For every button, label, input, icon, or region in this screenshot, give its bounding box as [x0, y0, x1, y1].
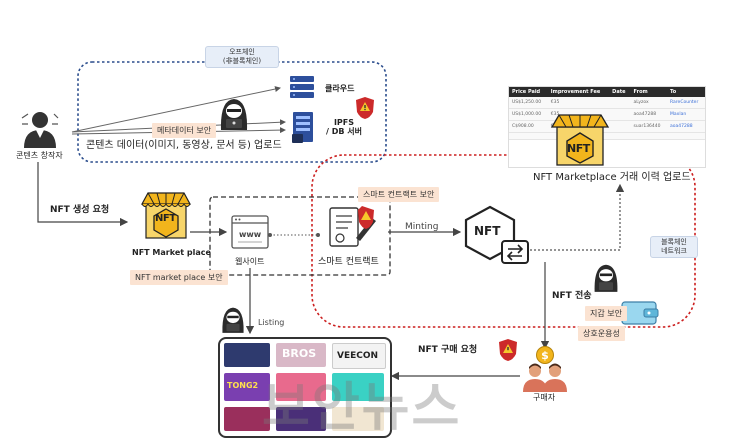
marketplace-history-shop-icon — [550, 114, 610, 166]
tx-cell: aoa47288 — [667, 120, 705, 133]
tx-cell: suar136440 — [630, 120, 668, 133]
tx-cell: US$1,250.00 — [509, 97, 548, 109]
gallery-thumb — [276, 407, 326, 431]
onchain-region — [311, 154, 696, 328]
buyer-label: 구매자 — [533, 393, 556, 402]
blockchain-network-chip: 블록체인 네트워크 — [650, 236, 698, 258]
marketplace-history-label: NFT Marketplace 거래 이력 업로드 — [533, 172, 691, 183]
tx-cell: aLyzox — [630, 97, 668, 109]
tx-header: Price Paid — [509, 87, 548, 97]
offchain-chip: 오프체인 (非블록체인) — [205, 46, 279, 68]
nft-request-label: NFT 생성 요청 — [50, 205, 110, 215]
nft-buy-request-label: NFT 구매 요청 — [418, 345, 478, 355]
minting-label: Minting — [405, 222, 439, 232]
tx-cell — [609, 120, 631, 133]
tx-cell: C$908.00 — [509, 120, 548, 133]
nft-token-icon — [464, 205, 529, 264]
gallery-thumb: VEECON — [332, 343, 386, 369]
gallery-thumb: BROS — [276, 343, 326, 367]
tx-cell — [609, 97, 631, 109]
gallery-thumb: TONG2 — [224, 373, 270, 401]
gallery-thumb — [332, 407, 384, 431]
gallery-thumb-title: BROS — [282, 347, 317, 360]
hacker-icon — [222, 307, 244, 333]
metadata-security-tag: 메타데이터 보안 — [152, 123, 217, 138]
hacker-icon — [220, 99, 248, 130]
tx-cell: RareCounter — [667, 97, 705, 109]
marketplace-left-label: NFT Market place — [132, 248, 211, 257]
smart-contract-icon — [329, 206, 376, 247]
tx-cell — [609, 108, 631, 121]
offchain-title: 오프체인 — [229, 48, 255, 56]
tx-cell — [667, 132, 705, 140]
creator-label: 콘텐츠 창작자 — [16, 151, 63, 160]
marketplace-security-tag: NFT market place 보안 — [130, 270, 228, 285]
cloud-label: 클라우드 — [325, 84, 355, 93]
upload-label: 콘텐츠 데이터(이미지, 동영상, 문서 등) 업로드 — [86, 140, 282, 151]
website-label: 웹사이트 — [235, 257, 265, 266]
offchain-subtitle: (非블록체인) — [222, 56, 262, 65]
tx-header: Improvement Fee — [547, 87, 610, 97]
tx-header: To — [667, 87, 705, 97]
smart-contract-label: 스마트 컨트랙트 — [318, 257, 379, 267]
marketplace-history-nft-text: NFT — [567, 142, 590, 155]
shield-warning-icon — [499, 339, 517, 361]
wallet-security-tag: 지갑 보안 — [585, 306, 627, 321]
creator-icon — [21, 112, 59, 148]
gallery-thumb — [332, 373, 384, 401]
nft-transfer-label: NFT 전송 — [552, 291, 592, 301]
tx-cell: aoa47288 — [630, 108, 668, 121]
gallery-thumb-title: TONG2 — [227, 381, 259, 390]
ipfs-server-icon — [292, 112, 313, 143]
smart-contract-security-tag: 스마트 컨트랙트 보안 — [358, 187, 440, 202]
www-text: www — [239, 230, 262, 239]
marketplace-gallery: BROS VEECON TONG2 — [218, 337, 392, 438]
tx-cell: Maxlan — [667, 108, 705, 121]
shield-warning-icon — [356, 97, 374, 119]
ipfs-label: IPFS / DB 서버 — [326, 118, 362, 137]
buyer-icon — [523, 363, 567, 392]
table-row: US$1,250.00 €35 aLyzox RareCounter — [509, 97, 705, 109]
tx-cell — [509, 132, 548, 140]
gallery-thumb — [276, 373, 326, 401]
website-icon — [231, 215, 269, 249]
listing-label: Listing — [258, 318, 285, 327]
wallet-icon — [621, 301, 659, 325]
dollar-coin-icon: $ — [536, 346, 554, 364]
marketplace-nft-text: NFT — [155, 213, 176, 224]
hacker-icon — [594, 264, 618, 292]
svg-text:$: $ — [541, 349, 549, 362]
tx-cell: US$1,000.00 — [509, 108, 548, 121]
tx-cell — [609, 132, 631, 140]
tx-header: Date — [609, 87, 631, 97]
nft-token-text: NFT — [474, 224, 501, 238]
tx-cell: €35 — [547, 97, 610, 109]
tx-cell — [630, 132, 668, 140]
interop-tag: 상호운용성 — [578, 326, 625, 341]
marketplace-shop-icon — [140, 192, 192, 239]
gallery-thumb — [224, 343, 270, 367]
tx-header: From — [630, 87, 668, 97]
gallery-thumb — [224, 407, 270, 431]
cloud-icon — [290, 76, 314, 98]
gallery-thumb-title: VEECON — [337, 351, 379, 361]
watermark-text: 보안뉴스 — [262, 378, 462, 438]
